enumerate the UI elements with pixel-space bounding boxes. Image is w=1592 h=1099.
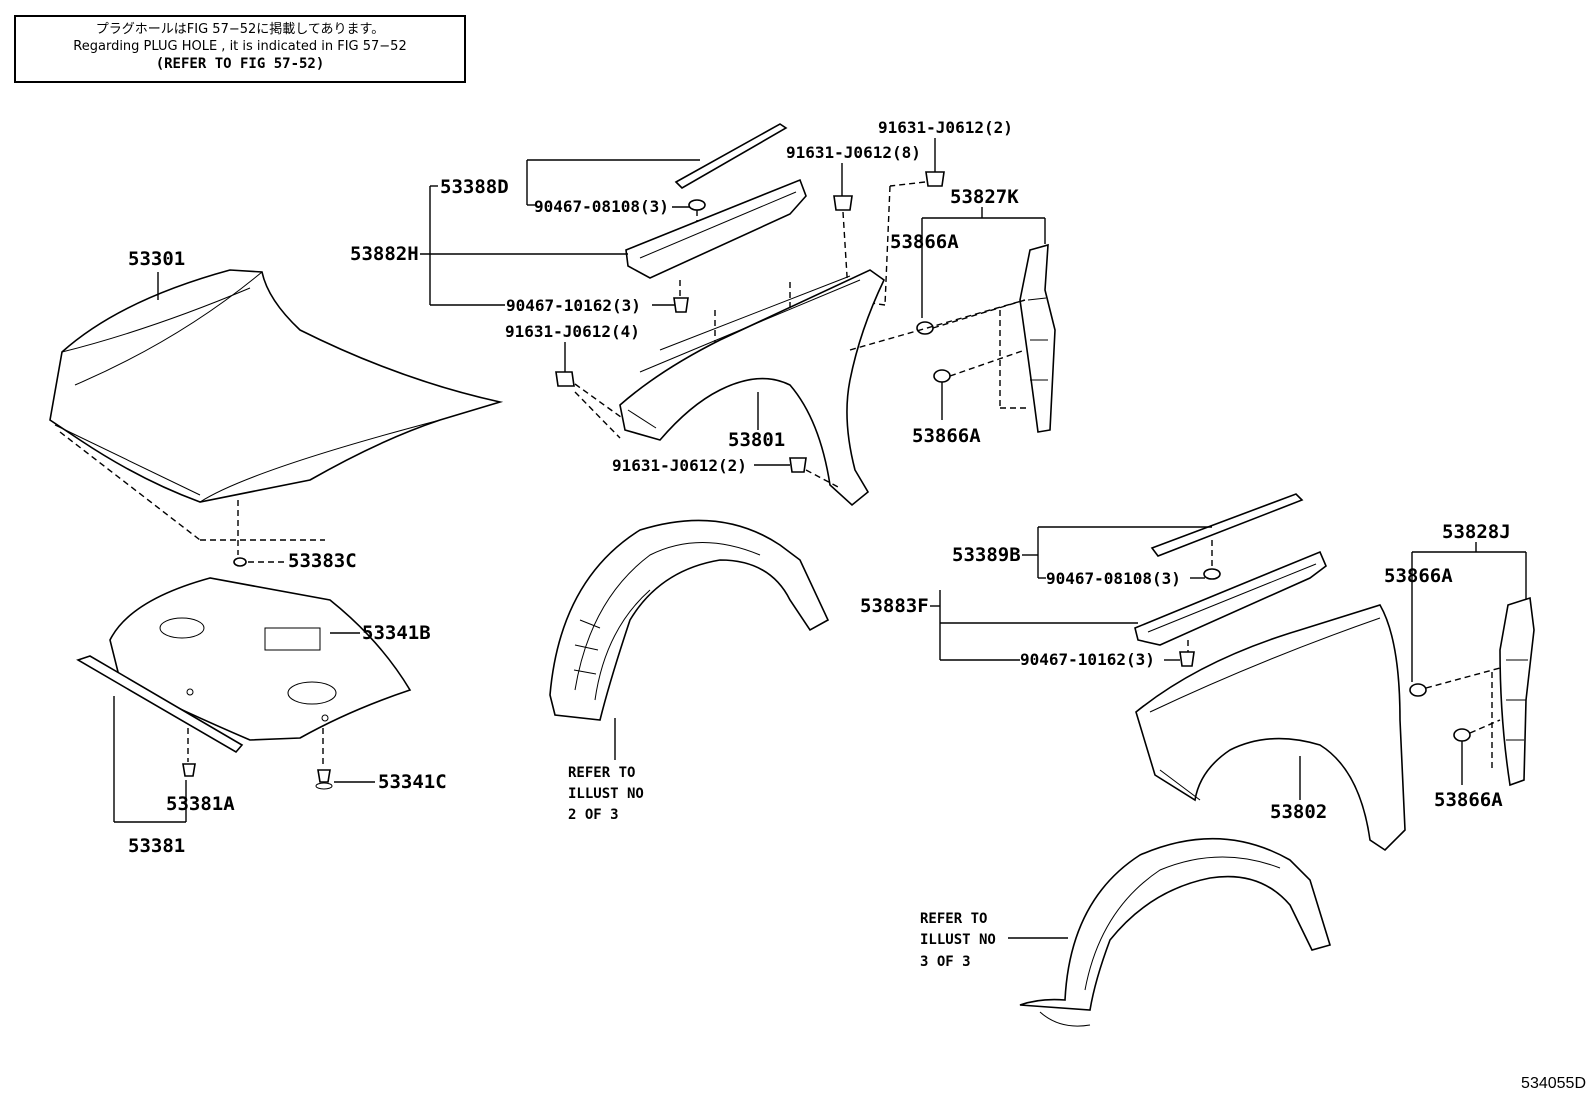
plug-hole-note: プラグホールはFIG 57−52に掲載してあります。 Regarding PLU…	[14, 15, 466, 83]
label-53828J: 53828J	[1442, 521, 1511, 543]
label-90467-08108-bot: 90467-08108(3)	[1046, 569, 1181, 588]
clip-90467-08108-top	[688, 199, 706, 211]
seal-strip-53381	[76, 655, 244, 754]
label-53388D: 53388D	[440, 176, 509, 198]
hood-insulator	[109, 577, 412, 741]
label-53866A-1: 53866A	[890, 231, 959, 253]
clip-90467-10162-top	[673, 297, 689, 313]
label-53882H: 53882H	[350, 243, 419, 265]
clip-53866A-2	[933, 369, 951, 383]
label-90467-08108-top: 90467-08108(3)	[534, 197, 669, 216]
label-53389B: 53389B	[952, 544, 1021, 566]
weatherstrip-upper	[674, 123, 788, 189]
refer-2-line1: REFER TO	[920, 911, 987, 927]
refer-2-line3: 3 OF 3	[920, 954, 971, 970]
label-53883F: 53883F	[860, 595, 929, 617]
label-53827K: 53827K	[950, 186, 1019, 208]
bolt-91631-2b	[789, 457, 807, 473]
clip-90467-10162-bot	[1179, 651, 1195, 667]
label-53381: 53381	[128, 835, 185, 857]
label-53866A-3: 53866A	[1384, 565, 1453, 587]
clip-53866A-4	[1453, 728, 1471, 742]
note-line-refer: (REFER TO FIG 57-52)	[155, 56, 325, 72]
label-53341B: 53341B	[362, 622, 431, 644]
note-line-en: Regarding PLUG HOLE , it is indicated in…	[73, 39, 407, 54]
clip-53866A-3	[1409, 683, 1427, 697]
hood-panel	[49, 269, 504, 503]
label-53341C: 53341C	[378, 771, 447, 793]
fender-liner-left	[549, 519, 830, 721]
bracket-53828J	[1499, 596, 1535, 787]
front-fender-53801	[619, 269, 886, 507]
label-91631-2a: 91631-J0612(2)	[878, 118, 1013, 137]
refer-1-line2: ILLUST NO	[568, 786, 644, 802]
plug-53383C	[233, 557, 247, 567]
label-91631-2b: 91631-J0612(2)	[612, 456, 747, 475]
note-line-jp: プラグホールはFIG 57−52に掲載してあります。	[95, 22, 385, 37]
weatherstrip-lower	[1150, 493, 1304, 557]
fender-seal-53882H	[625, 178, 807, 279]
bracket-53827K	[1019, 243, 1056, 433]
front-fender-53802	[1135, 604, 1406, 852]
refer-1-line3: 2 OF 3	[568, 807, 619, 823]
clip-53341C	[317, 769, 331, 783]
label-90467-10162-top: 90467-10162(3)	[506, 296, 641, 315]
bolt-91631-2a	[925, 171, 945, 187]
refer-1-line1: REFER TO	[568, 765, 635, 781]
clip-53381A	[182, 763, 196, 777]
label-53801: 53801	[728, 429, 785, 451]
label-53866A-2: 53866A	[912, 425, 981, 447]
label-53381A: 53381A	[166, 793, 235, 815]
clip-90467-08108-bot	[1203, 568, 1221, 580]
label-53383C: 53383C	[288, 550, 357, 572]
label-53802: 53802	[1270, 801, 1327, 823]
bolt-91631-4	[555, 371, 575, 387]
figure-code: 534055D	[1521, 1075, 1586, 1092]
label-90467-10162-bot: 90467-10162(3)	[1020, 650, 1155, 669]
fender-liner-right	[1019, 837, 1332, 1027]
bolt-91631-8	[833, 195, 853, 211]
label-91631-8: 91631-J0612(8)	[786, 143, 921, 162]
clip-53866A-1	[916, 321, 934, 335]
label-53301: 53301	[128, 248, 185, 270]
refer-2-line2: ILLUST NO	[920, 932, 996, 948]
label-91631-4: 91631-J0612(4)	[505, 322, 640, 341]
label-53866A-4: 53866A	[1434, 789, 1503, 811]
